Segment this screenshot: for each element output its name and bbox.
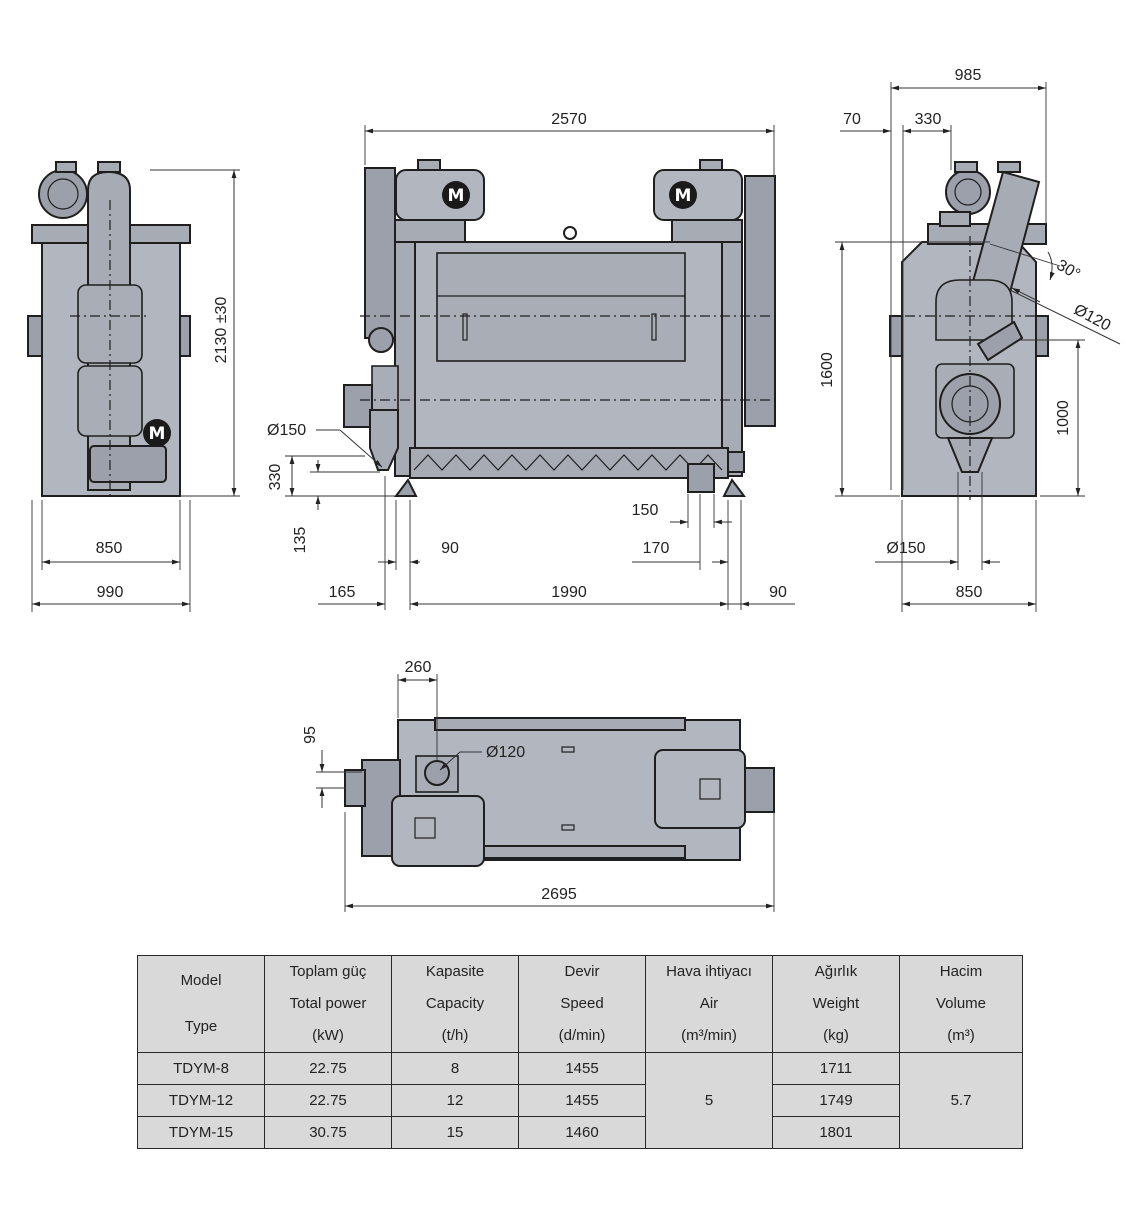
motor-badge-front-right — [669, 181, 697, 209]
motor-label-front-right: M — [675, 186, 692, 206]
dim-top-duct-diameter: Ø120 — [486, 744, 525, 761]
dim-side-right-duct-offset: 330 — [915, 111, 942, 128]
cell-model: TDYM-8 — [137, 1052, 265, 1085]
dim-front-right-overhang: 90 — [769, 584, 787, 601]
dim-top-offset-x: 260 — [405, 659, 432, 676]
header-air: Hava ihtiyacı Air (m³/min) — [645, 955, 773, 1053]
dim-top-offset-y: 95 — [302, 726, 319, 744]
dim-front-main-width: 1990 — [551, 584, 587, 601]
cell-model: TDYM-15 — [137, 1116, 265, 1149]
dim-front-inlet-height: 330 — [267, 464, 284, 491]
dim-front-foot-left: 90 — [441, 540, 459, 557]
dim-side-right-duct-diameter: Ø120 — [1071, 301, 1114, 334]
cell-volume-merged: 5.7 — [899, 1052, 1023, 1149]
header-weight: Ağırlık Weight (kg) — [772, 955, 900, 1053]
cell-speed: 1455 — [518, 1052, 646, 1085]
dim-side-right-overall-width: 985 — [955, 67, 982, 84]
dim-side-right-outlet-diameter: Ø150 — [886, 540, 925, 557]
side-view-left: M 2130 ±30 850 990 — [27, 161, 240, 612]
header-power: Toplam güç Total power (kW) — [264, 955, 392, 1053]
cell-weight: 1801 — [772, 1116, 900, 1149]
motor-label-front-left: M — [448, 186, 465, 206]
cell-capacity: 15 — [391, 1116, 519, 1149]
motor-label-left: M — [149, 424, 166, 444]
technical-drawing: M 2130 ±30 850 990 — [27, 67, 1121, 912]
side-view-right: 985 70 330 30° Ø120 1600 1000 Ø150 85 — [819, 67, 1121, 612]
cell-capacity: 8 — [391, 1052, 519, 1085]
cell-power: 30.75 — [264, 1116, 392, 1149]
header-model: Model Type — [137, 955, 265, 1053]
spec-table: Model Type Toplam güç Total power (kW) K… — [137, 955, 1023, 1149]
cell-speed: 1455 — [518, 1084, 646, 1117]
dim-side-right-base-width: 850 — [956, 584, 983, 601]
table-row: TDYM-12 22.75 12 1455 1749 — [137, 1084, 1023, 1117]
dim-side-outer-width: 990 — [97, 584, 124, 601]
dim-side-right-height: 1600 — [819, 352, 836, 388]
header-volume: Hacim Volume (m³) — [899, 955, 1023, 1053]
dim-front-inlet-diameter: Ø150 — [267, 422, 306, 439]
dim-side-inner-width: 850 — [96, 540, 123, 557]
front-view: M M 2570 Ø150 330 135 90 — [267, 111, 795, 610]
motor-badge-left — [143, 419, 171, 447]
dim-side-height: 2130 ±30 — [213, 297, 230, 364]
header-capacity: Kapasite Capacity (t/h) — [391, 955, 519, 1053]
dim-top-overall-length: 2695 — [541, 886, 577, 903]
cell-weight: 1749 — [772, 1084, 900, 1117]
cell-capacity: 12 — [391, 1084, 519, 1117]
dim-front-outlet-width: 150 — [632, 502, 659, 519]
dim-side-right-outlet-height: 1000 — [1055, 400, 1072, 436]
top-view: 260 95 Ø120 2695 — [302, 659, 775, 912]
cell-air-merged: 5 — [645, 1052, 773, 1149]
dim-front-outlet-offset: 170 — [643, 540, 670, 557]
cell-power: 22.75 — [264, 1052, 392, 1085]
table-row: TDYM-8 22.75 8 1455 5 1711 5.7 — [137, 1052, 1023, 1149]
cell-power: 22.75 — [264, 1084, 392, 1117]
dim-front-left-overhang: 165 — [329, 584, 356, 601]
dim-side-right-left-offset: 70 — [843, 111, 861, 128]
dim-side-right-angle: 30° — [1054, 257, 1083, 284]
table-row: TDYM-15 30.75 15 1460 1801 — [137, 1116, 1023, 1149]
dim-front-overall-width: 2570 — [551, 111, 587, 128]
spec-table-header: Model Type Toplam güç Total power (kW) K… — [137, 955, 1023, 1053]
cell-weight: 1711 — [772, 1052, 900, 1085]
motor-badge-front-left — [442, 181, 470, 209]
header-speed: Devir Speed (d/min) — [518, 955, 646, 1053]
dim-front-foot-height: 135 — [292, 527, 309, 554]
cell-speed: 1460 — [518, 1116, 646, 1149]
cell-model: TDYM-12 — [137, 1084, 265, 1117]
